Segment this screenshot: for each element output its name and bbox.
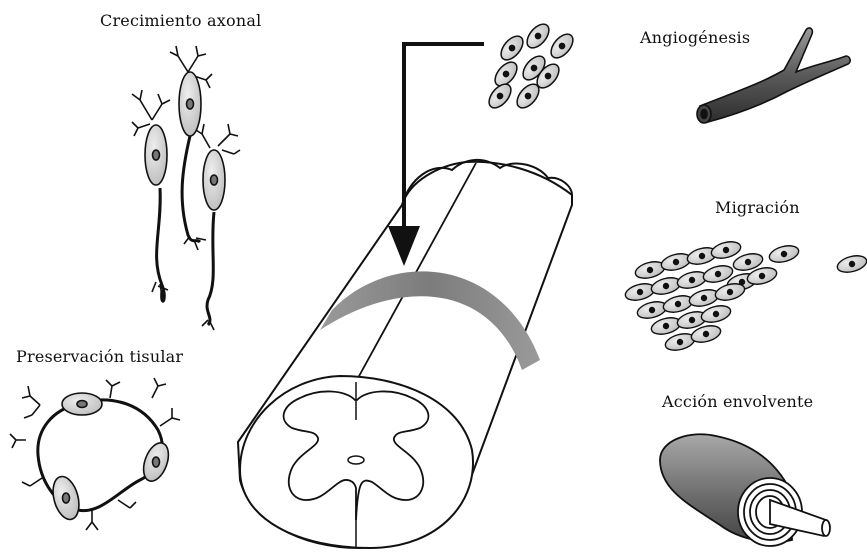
migrating-cell [650,275,683,297]
neuron-3 [196,124,240,330]
migrating-cell [768,243,801,265]
migrating-cell [624,281,657,303]
migrating-cell [676,269,709,291]
migrating-cell [836,253,867,275]
migrating-cell [636,299,669,321]
migrating-cell [714,281,747,303]
migrating-cell [710,239,743,261]
migrating-cells [624,239,867,353]
blood-vessel [697,28,850,123]
myelin-wrap [660,434,830,546]
migrating-cell [660,251,693,273]
transplant-cells [485,20,577,112]
neurons-axonal-growth [132,46,240,330]
neuron-1 [132,90,170,301]
neuron-2 [170,46,212,250]
migrating-cell [650,315,683,337]
migrating-cell [662,293,695,315]
neuron-ring-preservation [10,378,180,530]
